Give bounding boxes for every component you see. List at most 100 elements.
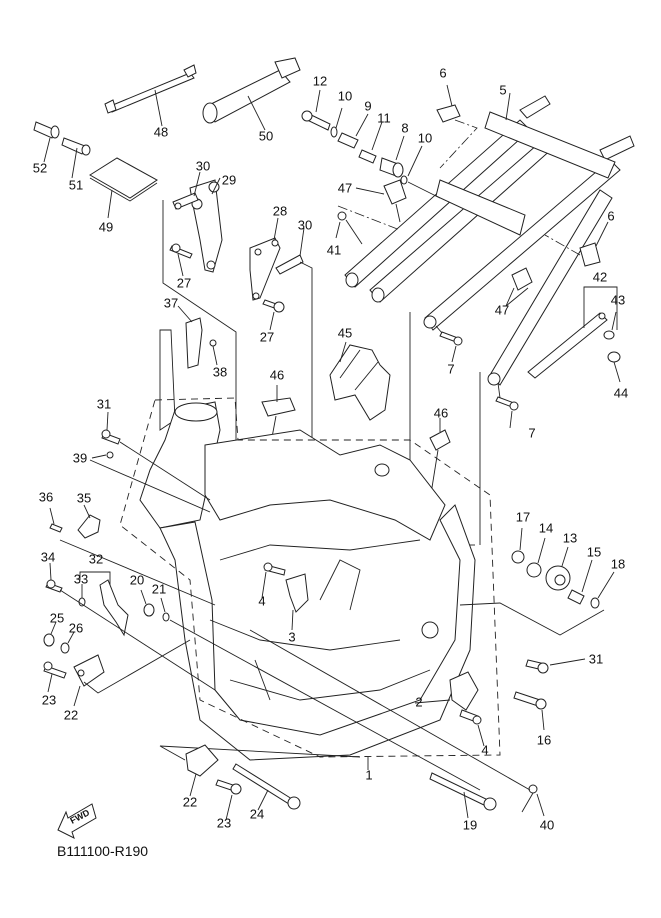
callout-35[interactable]: 35 (76, 490, 92, 506)
callout-4-lower[interactable]: 4 (481, 742, 489, 758)
washer-10-right[interactable] (400, 145, 441, 199)
clamp-47-lower[interactable] (505, 267, 533, 307)
callout-16[interactable]: 16 (536, 732, 552, 748)
callout-3[interactable]: 3 (288, 629, 296, 645)
callout-22-left[interactable]: 22 (63, 707, 79, 723)
callout-37[interactable]: 37 (163, 295, 179, 311)
callout-24[interactable]: 24 (249, 806, 265, 822)
callout-27-lower[interactable]: 27 (259, 329, 275, 345)
bracket-29[interactable] (189, 177, 223, 273)
bushing-8[interactable] (379, 135, 405, 178)
band-37[interactable] (177, 305, 203, 369)
callout-47-upper[interactable]: 47 (337, 180, 353, 196)
bolt-12[interactable] (301, 89, 331, 131)
clamp-46-right[interactable] (429, 418, 451, 501)
callout-40[interactable]: 40 (539, 817, 555, 833)
callout-41[interactable]: 41 (326, 242, 342, 258)
callout-52[interactable]: 52 (32, 160, 48, 176)
collar-14[interactable] (526, 537, 546, 578)
washer-10-left[interactable] (330, 107, 343, 138)
collar-15[interactable] (567, 559, 593, 605)
callout-4-upper[interactable]: 4 (258, 593, 266, 609)
callout-27-upper[interactable]: 27 (176, 275, 192, 291)
bracket-22-left[interactable] (73, 639, 191, 707)
label-6-lower[interactable] (544, 221, 609, 267)
clip-40[interactable] (521, 784, 545, 817)
callout-1[interactable]: 1 (365, 767, 373, 783)
callout-15[interactable]: 15 (586, 544, 602, 560)
subframe-5[interactable] (344, 92, 635, 386)
callout-47-lower[interactable]: 47 (494, 302, 510, 318)
callout-14[interactable]: 14 (538, 520, 554, 536)
callout-28[interactable]: 28 (272, 203, 288, 219)
plate-30-left[interactable] (172, 171, 201, 210)
callout-7-upper[interactable]: 7 (447, 361, 455, 377)
nut-25[interactable] (43, 621, 57, 647)
callout-44[interactable]: 44 (613, 385, 629, 401)
bolt-31-right[interactable] (525, 658, 586, 674)
screw-36[interactable] (49, 507, 63, 533)
callout-25[interactable]: 25 (49, 610, 65, 626)
callout-5[interactable]: 5 (499, 82, 507, 98)
bolt-4-upper[interactable] (261, 562, 286, 599)
callout-22-lower[interactable]: 22 (182, 794, 198, 810)
callout-46-right[interactable]: 46 (433, 405, 449, 421)
label-6-upper[interactable] (436, 84, 478, 169)
bushing-13[interactable] (545, 546, 571, 591)
callout-49[interactable]: 49 (98, 219, 114, 235)
bolt-24[interactable] (232, 763, 301, 811)
callout-39[interactable]: 39 (72, 450, 88, 466)
bracket-22-lower[interactable] (185, 744, 219, 797)
callout-45[interactable]: 45 (337, 325, 353, 341)
callout-29[interactable]: 29 (221, 172, 237, 188)
guide-32[interactable] (79, 571, 129, 637)
callout-20[interactable]: 20 (129, 572, 145, 588)
callout-46-left[interactable]: 46 (269, 367, 285, 383)
manual-49[interactable] (89, 157, 158, 219)
guard-45[interactable] (329, 341, 391, 421)
callout-6-lower[interactable]: 6 (607, 208, 615, 224)
callout-31-left[interactable]: 31 (96, 396, 112, 412)
callout-13[interactable]: 13 (562, 530, 578, 546)
clip-41[interactable] (335, 205, 401, 245)
callout-43[interactable]: 43 (610, 292, 626, 308)
callout-8[interactable]: 8 (401, 120, 409, 136)
bolt-23-left[interactable] (43, 661, 67, 693)
bolts-7[interactable] (435, 325, 519, 429)
callout-18[interactable]: 18 (610, 556, 626, 572)
bolt-19[interactable] (429, 772, 497, 819)
callout-6-upper[interactable]: 6 (439, 65, 447, 81)
callout-7-lower[interactable]: 7 (528, 425, 536, 441)
collar-43[interactable] (603, 311, 617, 340)
bolt-27-upper[interactable] (169, 243, 193, 277)
callout-30-right[interactable]: 30 (297, 217, 313, 233)
fitting-51[interactable] (61, 137, 91, 179)
washer-18[interactable] (590, 571, 615, 609)
nut-20[interactable] (140, 589, 155, 617)
callout-38[interactable]: 38 (212, 364, 228, 380)
callout-32[interactable]: 32 (88, 551, 104, 567)
screw-38[interactable] (209, 339, 218, 366)
callout-26[interactable]: 26 (68, 620, 84, 636)
callout-2[interactable]: 2 (415, 694, 423, 710)
callout-9[interactable]: 9 (364, 98, 372, 114)
callout-10-right[interactable]: 10 (417, 130, 433, 146)
callout-12[interactable]: 12 (312, 73, 328, 89)
callout-19[interactable]: 19 (462, 817, 478, 833)
callout-23-lower[interactable]: 23 (216, 815, 232, 831)
callout-36[interactable]: 36 (38, 489, 54, 505)
fitting-52[interactable] (33, 121, 60, 163)
washer-26[interactable] (60, 631, 75, 654)
callout-48[interactable]: 48 (153, 124, 169, 140)
bolt-27-lower[interactable] (262, 299, 285, 331)
brace-42[interactable] (527, 286, 618, 379)
spoke-wrench-part[interactable] (104, 64, 197, 127)
callout-23-left[interactable]: 23 (41, 692, 57, 708)
holder-35[interactable] (77, 504, 101, 539)
callout-17[interactable]: 17 (515, 509, 531, 525)
bolt-44[interactable] (607, 351, 621, 383)
bracket-28[interactable] (249, 217, 281, 301)
screw-39[interactable] (91, 451, 114, 459)
nut-17[interactable] (511, 527, 525, 564)
spark-plug-wrench-part[interactable] (202, 57, 301, 131)
